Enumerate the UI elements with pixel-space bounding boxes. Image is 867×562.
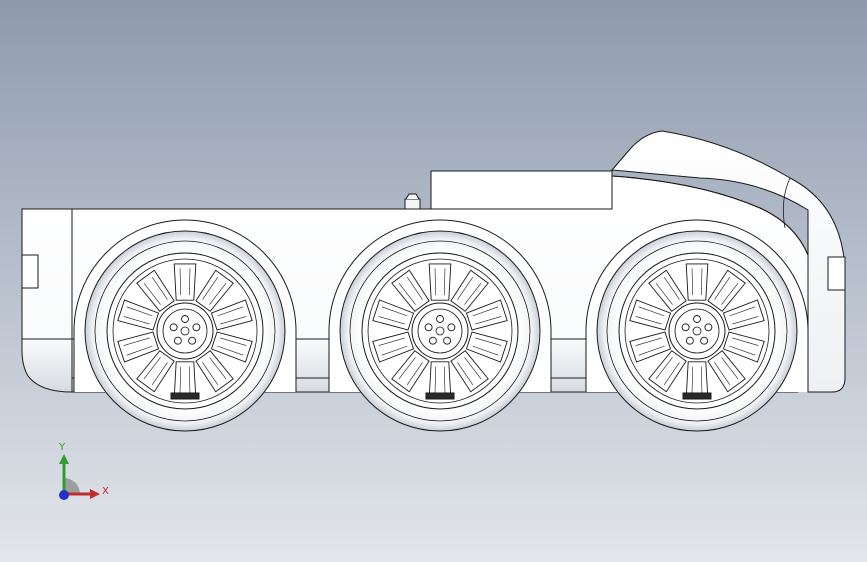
- spoke-edge: [143, 357, 168, 385]
- lug-nut: [447, 323, 456, 332]
- lug-nut: [428, 336, 437, 345]
- rim-slot: [682, 392, 712, 400]
- spoke-edge: [143, 277, 168, 305]
- rim-lip: [624, 258, 770, 404]
- mount-post: [404, 198, 421, 211]
- spoke-edge: [179, 366, 191, 394]
- spoke-edge: [472, 337, 502, 356]
- lug-nut: [436, 315, 444, 323]
- spoke: [136, 350, 175, 393]
- rim-lip: [367, 258, 513, 404]
- spoke-edge: [714, 357, 739, 385]
- lug-nut: [173, 336, 182, 345]
- lug-nut: [704, 323, 713, 332]
- lug-nut: [169, 323, 178, 332]
- spoke-edge: [691, 268, 703, 296]
- spoke-edge: [217, 306, 247, 325]
- front-slot: [827, 256, 846, 291]
- z-axis-icon: [59, 490, 69, 500]
- spoke: [707, 350, 746, 393]
- wheel-set[interactable]: [73, 219, 809, 432]
- spoke-edge: [434, 366, 446, 394]
- wheel-2[interactable]: [328, 219, 552, 432]
- spoke: [648, 269, 687, 312]
- spoke: [391, 269, 430, 312]
- spoke-edge: [398, 277, 423, 305]
- spoke-edge: [378, 337, 408, 356]
- wheel-1[interactable]: [73, 219, 297, 432]
- spoke: [707, 269, 746, 312]
- hub-center: [180, 326, 190, 336]
- orientation-triad[interactable]: Y X: [40, 436, 120, 516]
- spoke-edge: [123, 337, 153, 356]
- spoke: [173, 263, 197, 301]
- spoke: [428, 263, 452, 301]
- spoke-edge: [635, 306, 665, 325]
- hood-curve: [611, 175, 809, 256]
- x-arrow-icon: [90, 489, 100, 499]
- hood-fold: [782, 177, 791, 229]
- spoke-edge: [217, 337, 247, 356]
- spoke-edge: [202, 357, 227, 385]
- spoke-edge: [457, 277, 482, 305]
- spoke: [195, 350, 234, 393]
- lug-nut: [700, 336, 709, 345]
- spoke: [391, 350, 430, 393]
- spoke-edge: [123, 306, 153, 325]
- lug-nut: [188, 336, 197, 345]
- spoke: [648, 350, 687, 393]
- lug-nut: [424, 323, 433, 332]
- spoke: [136, 269, 175, 312]
- mount-post-cap: [405, 193, 420, 200]
- spoke-edge: [714, 277, 739, 305]
- tire-inner-edge: [606, 240, 788, 422]
- tire-inner-edge: [94, 240, 276, 422]
- spoke-edge: [472, 306, 502, 325]
- triad-plane-icon: [64, 478, 80, 494]
- spoke-edge: [202, 277, 227, 305]
- spoke-edge: [378, 306, 408, 325]
- hub-center: [692, 326, 702, 336]
- lug-nut: [192, 323, 201, 332]
- lug-nut: [443, 336, 452, 345]
- tire-inner-edge: [349, 240, 531, 422]
- spoke-edge: [635, 337, 665, 356]
- y-axis-label: Y: [59, 442, 66, 453]
- spoke-edge: [655, 357, 680, 385]
- lug-nut: [693, 315, 701, 323]
- spoke: [450, 269, 489, 312]
- hub-center: [435, 326, 445, 336]
- spoke-edge: [457, 357, 482, 385]
- spoke: [450, 350, 489, 393]
- lug-nut: [681, 323, 690, 332]
- cab-block: [430, 170, 613, 210]
- y-arrow-icon: [59, 454, 69, 464]
- wheel-3[interactable]: [585, 219, 809, 432]
- spoke-edge: [434, 268, 446, 296]
- spoke: [195, 269, 234, 312]
- rim-slot: [170, 392, 200, 400]
- rim-lip: [112, 258, 258, 404]
- x-axis-label: X: [102, 486, 109, 497]
- spoke-edge: [179, 268, 191, 296]
- spoke-edge: [398, 357, 423, 385]
- lug-nut: [181, 315, 189, 323]
- spoke-edge: [655, 277, 680, 305]
- lug-nut: [685, 336, 694, 345]
- hood-panel: [610, 130, 846, 393]
- spoke-edge: [691, 366, 703, 394]
- spoke-edge: [729, 306, 759, 325]
- rear-slot: [21, 254, 39, 289]
- spoke: [685, 263, 709, 301]
- spoke-edge: [729, 337, 759, 356]
- rim-slot: [425, 392, 455, 400]
